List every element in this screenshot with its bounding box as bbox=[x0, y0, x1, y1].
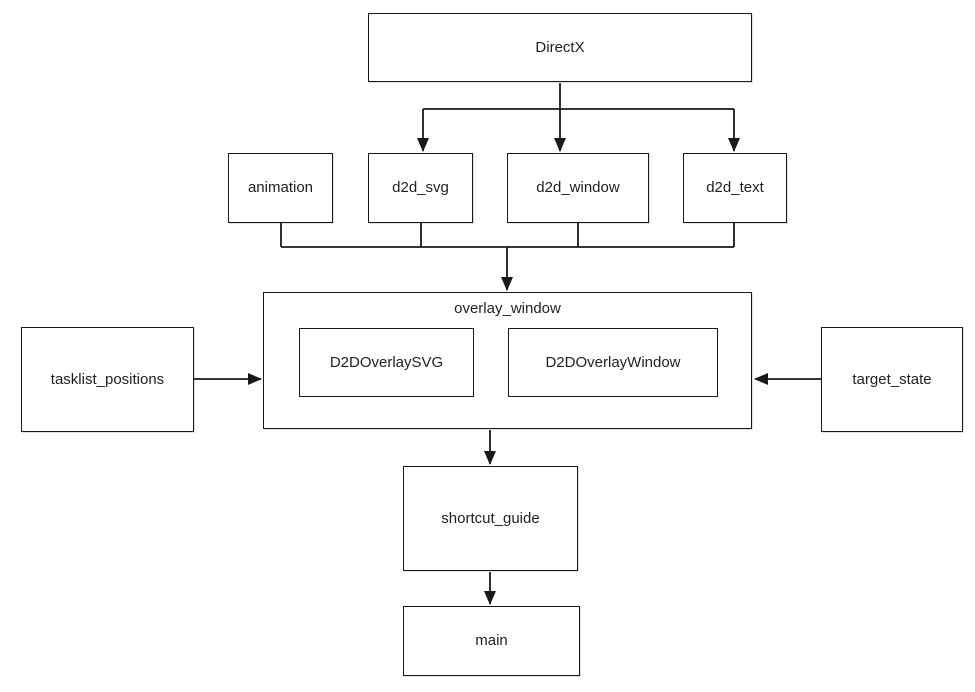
node-d2d-text-label: d2d_text bbox=[706, 179, 764, 196]
node-overlay-window: overlay_window D2DOverlaySVG D2DOverlayW… bbox=[263, 292, 752, 429]
node-shortcut-guide: shortcut_guide bbox=[403, 466, 578, 571]
node-directx-label: DirectX bbox=[535, 38, 585, 56]
node-animation-label: animation bbox=[247, 179, 314, 196]
node-target-state-label: target_state bbox=[852, 370, 932, 388]
node-main: main bbox=[403, 606, 580, 676]
node-d2d-overlay-svg-label: D2DOverlaySVG bbox=[329, 353, 444, 371]
node-d2d-overlay-window: D2DOverlayWindow bbox=[508, 328, 718, 397]
node-d2d-window-label: d2d_window bbox=[536, 179, 620, 196]
node-d2d-svg-label: d2d_svg bbox=[392, 179, 449, 196]
node-shortcut-guide-label: shortcut_guide bbox=[441, 509, 540, 527]
node-animation: animation bbox=[228, 153, 333, 223]
node-d2d-overlay-svg: D2DOverlaySVG bbox=[299, 328, 474, 397]
node-overlay-window-label: overlay_window bbox=[454, 300, 561, 317]
node-d2d-window: d2d_window bbox=[507, 153, 649, 223]
node-tasklist-positions: tasklist_positions bbox=[21, 327, 194, 432]
node-target-state: target_state bbox=[821, 327, 963, 432]
node-main-label: main bbox=[475, 632, 508, 649]
node-d2d-svg: d2d_svg bbox=[368, 153, 473, 223]
node-d2d-text: d2d_text bbox=[683, 153, 787, 223]
node-tasklist-positions-label: tasklist_positions bbox=[50, 370, 165, 388]
node-d2d-overlay-window-label: D2DOverlayWindow bbox=[545, 353, 681, 371]
node-directx: DirectX bbox=[368, 13, 752, 82]
